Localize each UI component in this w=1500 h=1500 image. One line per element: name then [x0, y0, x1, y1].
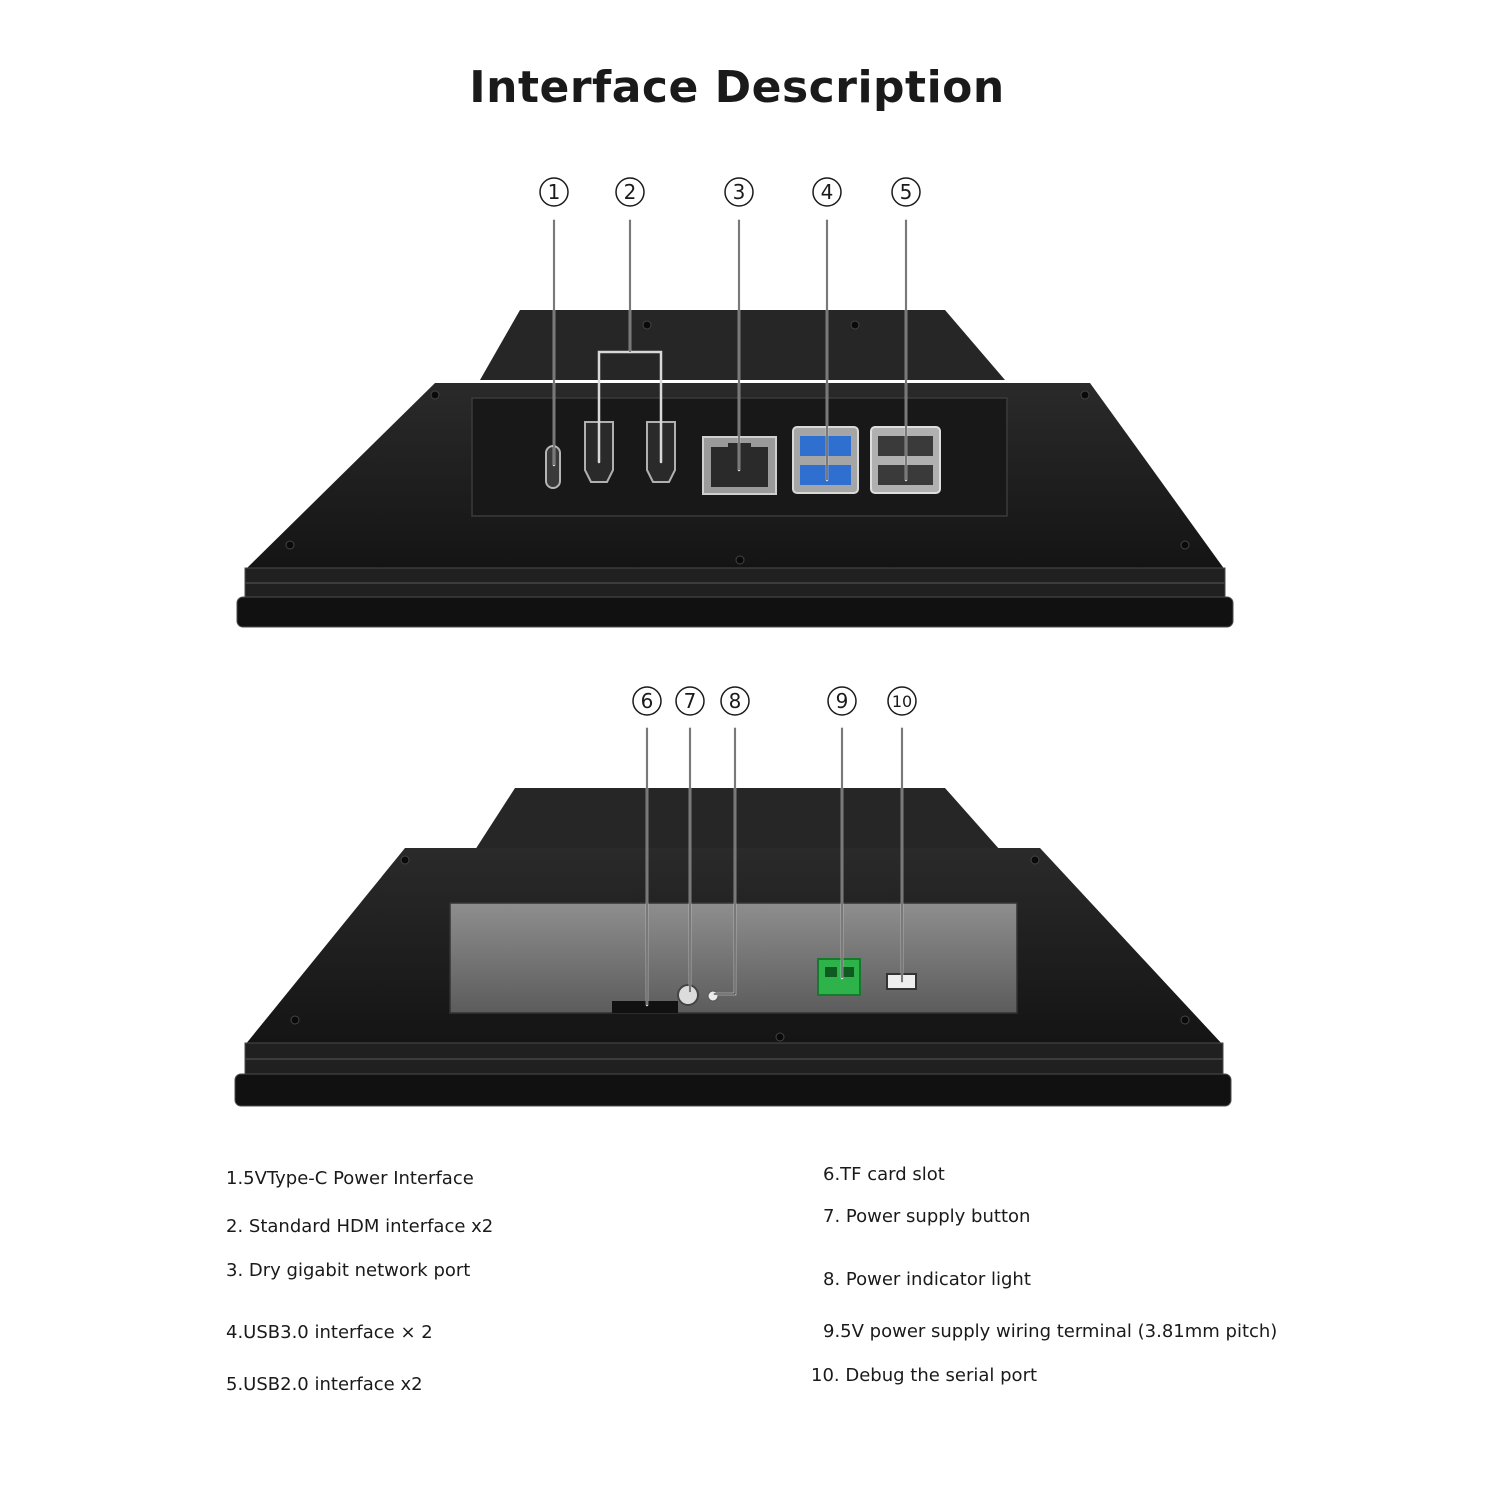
callout-top-5: 5	[891, 177, 921, 207]
legend-item-6: 6.TF card slot	[823, 1164, 945, 1185]
callout-top-3: 3	[724, 177, 754, 207]
legend-item-7: 7. Power supply button	[823, 1206, 1031, 1227]
callout-top-1: 1	[539, 177, 569, 207]
callout-bottom-6: 6	[632, 686, 662, 716]
base-plate-top	[236, 596, 1234, 628]
usb3-ports	[792, 426, 859, 494]
callout-label: 10	[892, 692, 912, 711]
legend-item-3: 3. Dry gigabit network port	[226, 1260, 471, 1281]
power-terminal	[817, 958, 861, 996]
page-title: Interface Description	[469, 62, 1005, 113]
power-indicator	[707, 990, 719, 1002]
callout-label: 5	[900, 180, 913, 204]
legend-item-9: 9.5V power supply wiring terminal (3.81m…	[823, 1321, 1278, 1342]
legend-item-5: 5.USB2.0 interface x2	[226, 1374, 423, 1395]
callout-top-4: 4	[812, 177, 842, 207]
callout-label: 1	[548, 180, 561, 204]
callout-label: 9	[836, 689, 849, 713]
callout-bottom-7: 7	[675, 686, 705, 716]
legend-item-10: 10. Debug the serial port	[811, 1365, 1038, 1386]
port-housing-bottom	[449, 902, 1018, 1014]
callout-label: 2	[624, 180, 637, 204]
callout-label: 4	[821, 180, 834, 204]
legend-item-2: 2. Standard HDM interface x2	[226, 1216, 494, 1237]
housing-top-back	[480, 310, 1005, 380]
callout-label: 3	[733, 180, 746, 204]
callout-top-2: 2	[615, 177, 645, 207]
legend-item-8: 8. Power indicator light	[823, 1269, 1031, 1290]
callout-bottom-8: 8	[720, 686, 750, 716]
legend-item-4: 4.USB3.0 interface × 2	[226, 1322, 433, 1343]
device-bottom-view: 6 7 8 9 10	[234, 686, 1232, 1107]
callout-label: 7	[684, 689, 697, 713]
housing-bottom-back	[475, 788, 1000, 850]
base-plate-bottom	[234, 1073, 1232, 1107]
legend-item-1: 1.5VType-C Power Interface	[226, 1168, 474, 1189]
device-top-view: 1 2 3 4 5	[236, 177, 1234, 628]
tf-card-slot	[612, 1001, 678, 1013]
callout-bottom-10: 10	[887, 686, 917, 716]
callout-label: 8	[729, 689, 742, 713]
callout-label: 6	[641, 689, 654, 713]
callout-bottom-9: 9	[827, 686, 857, 716]
power-button	[677, 984, 699, 1006]
